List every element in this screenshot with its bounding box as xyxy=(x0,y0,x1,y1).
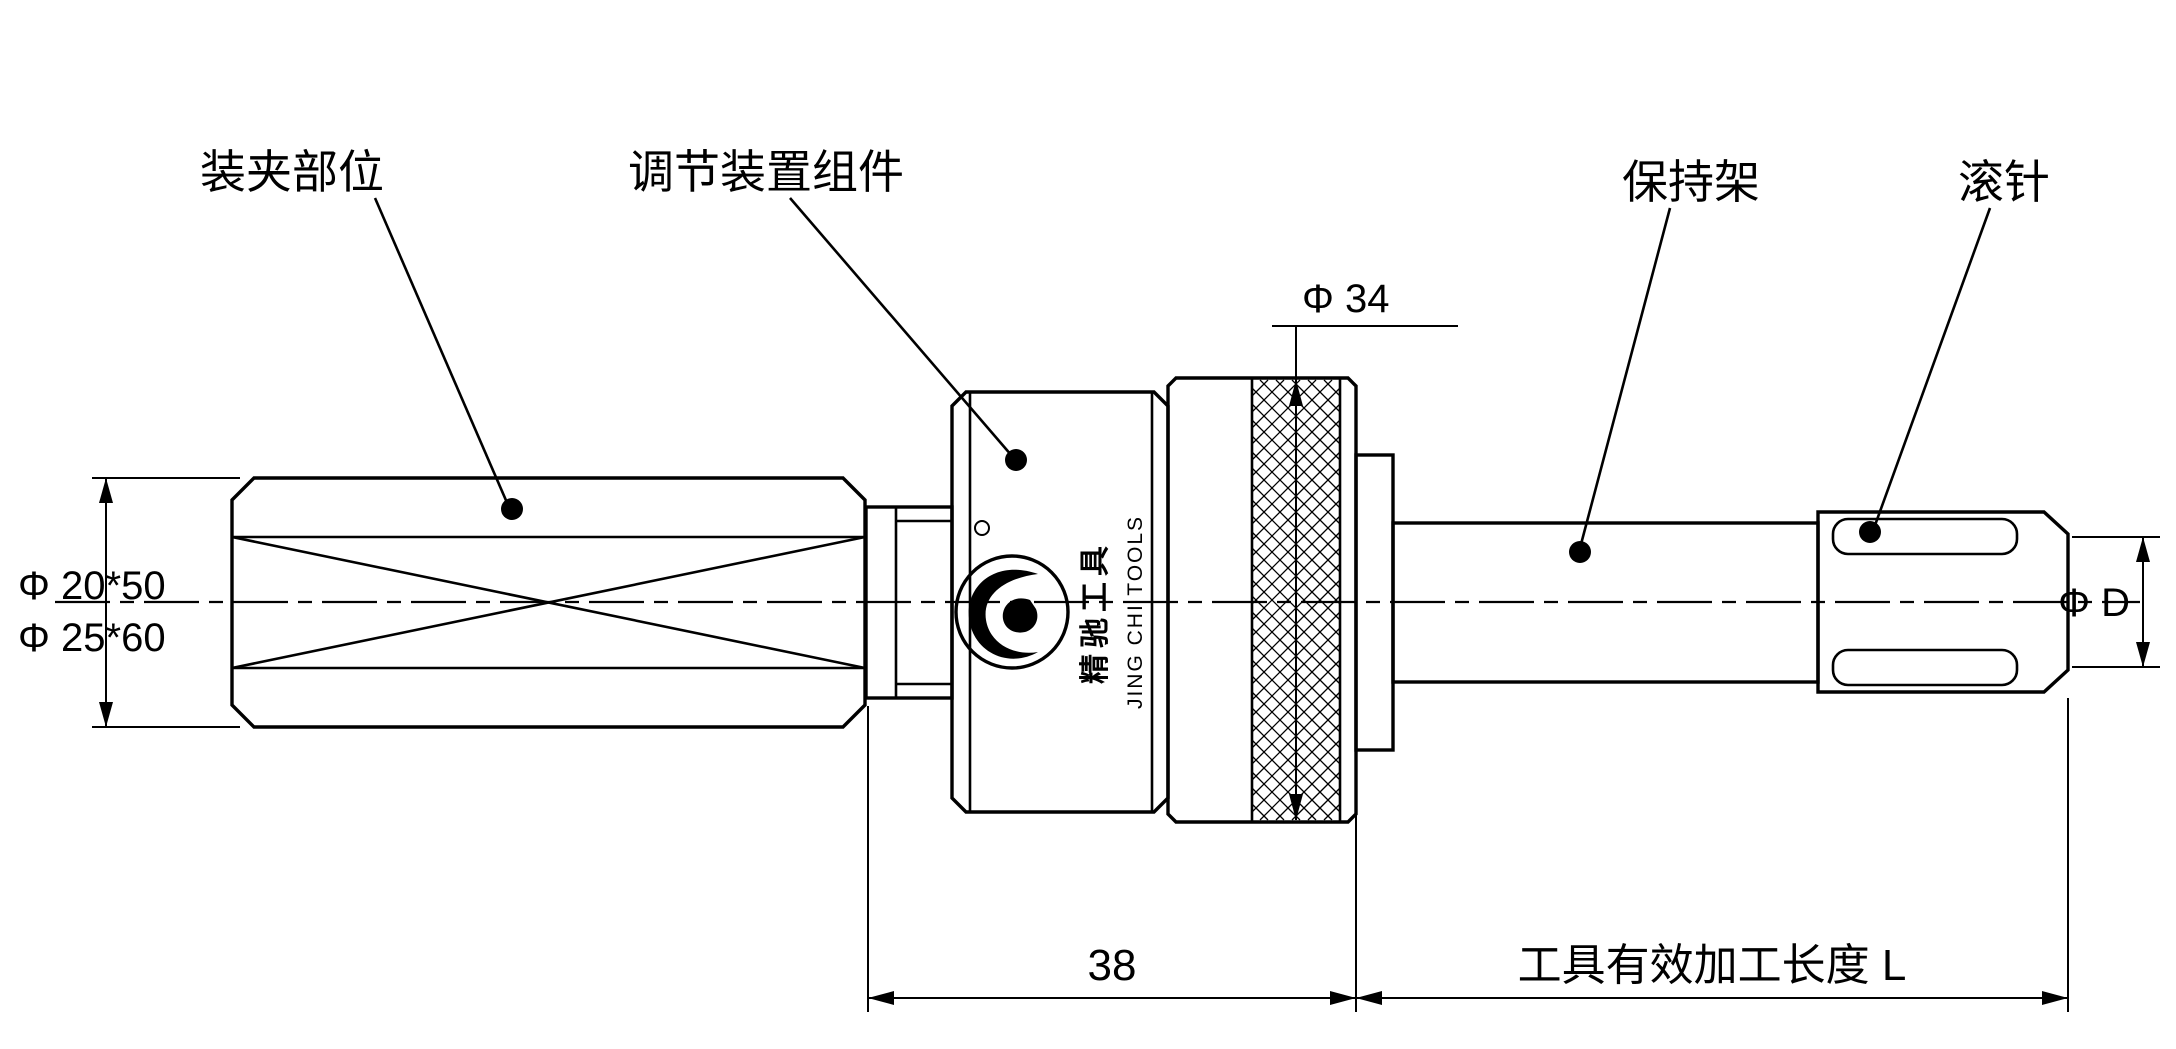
dim-L-arrow-right xyxy=(2042,991,2068,1005)
dim-38-arrow-right xyxy=(1330,991,1356,1005)
callout-clamping-dot xyxy=(501,498,523,520)
callout-adjuster: 调节装置组件 xyxy=(628,146,1027,471)
dim-tip-diameter: Φ D xyxy=(2058,536,2160,668)
knurl-hatch-line xyxy=(1259,379,1341,461)
callout-adjuster-leader xyxy=(789,197,1013,457)
dim-working-length: 工具有效加工长度 L xyxy=(1356,698,2069,1012)
callout-roller-leader xyxy=(1872,207,1992,529)
roller-head xyxy=(1816,510,2070,694)
dim-arrow-up xyxy=(99,478,113,503)
knurl-hatch-line xyxy=(1275,755,1341,821)
callout-clamping: 装夹部位 xyxy=(200,146,523,520)
dim-arrow-down xyxy=(99,702,113,727)
dim-body-length: 38 xyxy=(867,706,1357,1012)
callout-cage: 保持架 xyxy=(1569,156,1760,563)
dim-knurl-diameter: Φ 34 xyxy=(1272,277,1458,820)
brand-name-en: JING CHI TOOLS xyxy=(1124,515,1147,709)
callout-roller: 滚针 xyxy=(1859,156,2050,543)
knurl-hatch-line xyxy=(1251,379,1317,445)
needle-roller-bottom xyxy=(1831,648,2019,687)
knurl-hatch-line xyxy=(1251,379,1285,413)
shank-cross-line-2 xyxy=(231,535,866,670)
dim-38-arrow-left xyxy=(868,991,894,1005)
knurl-hatch-line xyxy=(1251,379,1301,429)
brand-name-cn: 精驰工具 xyxy=(1079,540,1112,684)
dim-knurl-text: Φ 34 xyxy=(1302,277,1390,321)
callout-clamping-label: 装夹部位 xyxy=(200,146,384,198)
callout-cage-label: 保持架 xyxy=(1622,156,1760,208)
knurl-outline xyxy=(1166,376,1358,824)
logo-circle xyxy=(954,554,1070,670)
dim-shank-bottom-text: Φ 25*60 xyxy=(18,616,166,660)
dim-shank-diameter: Φ 20*50 Φ 25*60 xyxy=(18,477,240,728)
shank-outline xyxy=(230,476,867,729)
dim-38-text: 38 xyxy=(1088,941,1137,990)
knurl-hatch-line xyxy=(1323,379,1341,397)
callout-adjuster-dot xyxy=(1005,449,1027,471)
logo-swirl xyxy=(968,569,1038,659)
dim-L-text: 工具有效加工长度 L xyxy=(1518,941,1907,990)
knurl-hatch-line xyxy=(1251,787,1285,821)
callout-roller-label: 滚针 xyxy=(1958,156,2050,208)
dim-tip-text: Φ D xyxy=(2058,581,2130,625)
knurl-hatch-line xyxy=(1251,771,1301,821)
dim-knurl-arrow-down xyxy=(1289,794,1303,820)
knurl-hatch-line xyxy=(1307,787,1341,821)
callout-cage-leader xyxy=(1578,207,1672,549)
knurl-hatch-line xyxy=(1251,755,1317,821)
shank xyxy=(230,476,867,729)
knurl-hatch-line xyxy=(1323,803,1341,821)
brand-logo-icon xyxy=(954,554,1070,670)
set-screw-icon xyxy=(974,520,990,536)
dim-tip-arrow-up xyxy=(2136,537,2150,562)
knurl-hatch-line xyxy=(1307,379,1341,413)
knurl-hatch-line xyxy=(1251,379,1269,397)
knurl-nut xyxy=(1166,376,1358,824)
dim-shank-top-text: Φ 20*50 xyxy=(18,564,166,608)
knurl-hatch-line xyxy=(1275,379,1341,445)
knurl-hatch-line xyxy=(1259,739,1341,821)
callout-clamping-leader xyxy=(373,197,510,506)
callout-adjuster-label: 调节装置组件 xyxy=(628,146,904,198)
dim-L-arrow-left xyxy=(1356,991,1382,1005)
logo-swirl-center xyxy=(1002,598,1038,633)
callout-cage-dot xyxy=(1569,541,1591,563)
knurl-hatch-line xyxy=(1251,739,1333,821)
head-outline xyxy=(1816,510,2070,694)
callout-roller-dot xyxy=(1859,521,1881,543)
knurl-hatch-line xyxy=(1251,379,1333,461)
needle-roller-top xyxy=(1831,517,2019,556)
knurl-hatch-line xyxy=(1251,803,1269,821)
dim-knurl-arrow-up xyxy=(1289,380,1303,406)
knurl-hatch-line xyxy=(1291,771,1341,821)
knurl-hatch-line xyxy=(1291,379,1341,429)
dim-tip-arrow-down xyxy=(2136,642,2150,667)
